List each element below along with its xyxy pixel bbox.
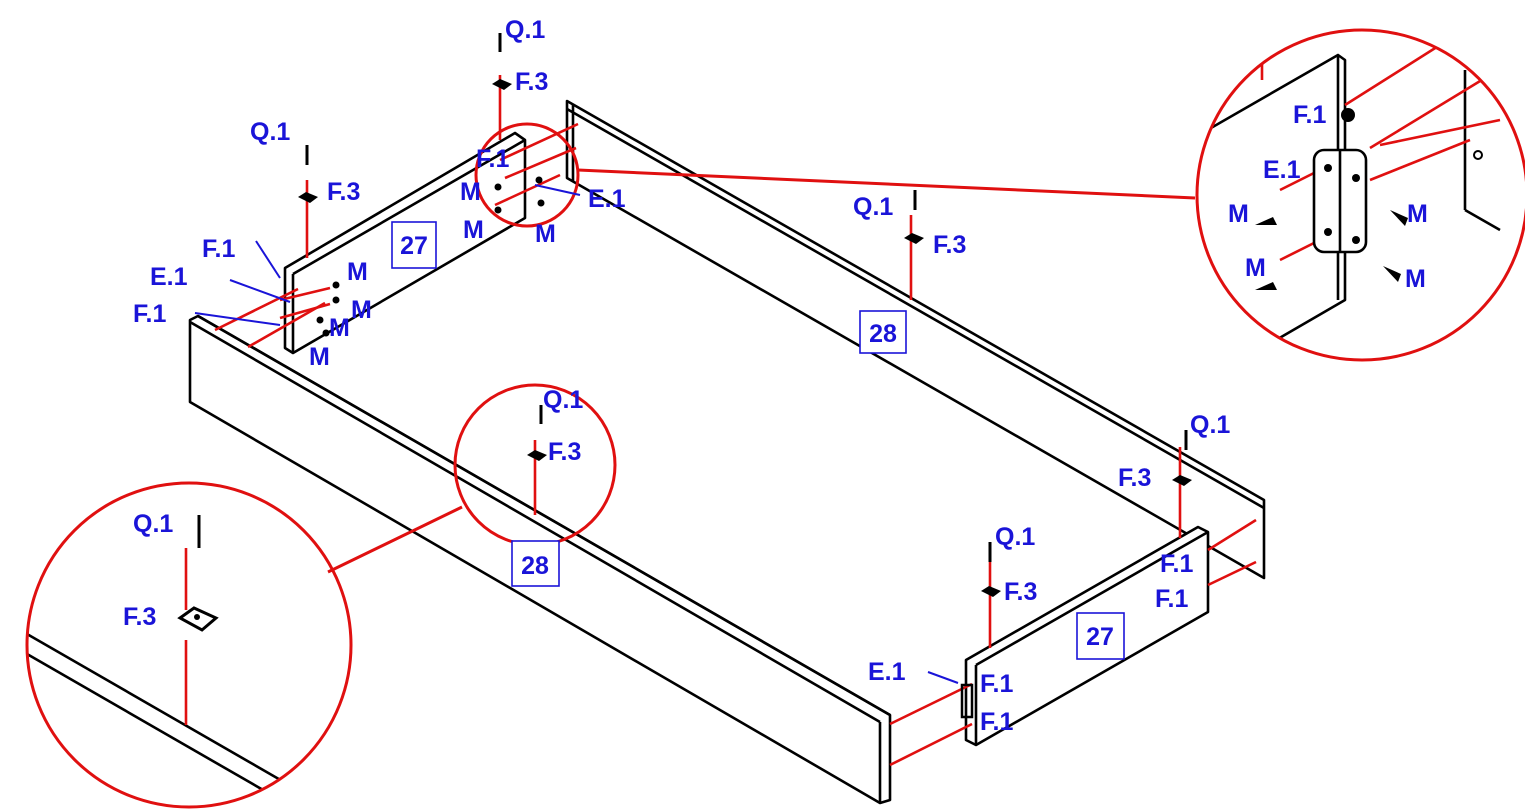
label-f1: F.1 bbox=[202, 235, 235, 263]
bracket-e1-front bbox=[960, 683, 974, 719]
part-number-27-front: 27 bbox=[1086, 623, 1114, 651]
part-number-28-back: 28 bbox=[869, 320, 897, 348]
label-m: M bbox=[309, 343, 330, 371]
label-m: M bbox=[460, 178, 481, 206]
brackets-f3 bbox=[298, 79, 1192, 597]
detail-circle-bottom-left bbox=[25, 481, 353, 809]
label-m: M bbox=[463, 216, 484, 244]
label-f3: F.3 bbox=[123, 603, 156, 631]
label-q1: Q.1 bbox=[250, 118, 290, 146]
label-f1: F.1 bbox=[1155, 585, 1188, 613]
label-f3: F.3 bbox=[515, 68, 548, 96]
label-f1: F.1 bbox=[980, 708, 1013, 736]
label-q1: Q.1 bbox=[133, 510, 173, 538]
part-number-28-front: 28 bbox=[521, 552, 549, 580]
label-m: M bbox=[1405, 265, 1426, 293]
label-q1: Q.1 bbox=[505, 16, 545, 44]
label-f3: F.3 bbox=[1004, 578, 1037, 606]
label-q1: Q.1 bbox=[1190, 411, 1230, 439]
panel-28-back bbox=[565, 99, 1266, 580]
label-f3: F.3 bbox=[548, 438, 581, 466]
label-f1: F.1 bbox=[1160, 550, 1193, 578]
label-e1: E.1 bbox=[868, 658, 906, 686]
label-m: M bbox=[535, 220, 556, 248]
label-q1: Q.1 bbox=[853, 193, 893, 221]
label-f3: F.3 bbox=[1118, 464, 1151, 492]
label-e1: E.1 bbox=[150, 263, 188, 291]
label-e1: E.1 bbox=[588, 185, 626, 213]
label-m: M bbox=[1245, 254, 1266, 282]
detail-callout-back-corner bbox=[474, 122, 1196, 228]
label-m: M bbox=[347, 258, 368, 286]
part-label-28-front: 28 bbox=[511, 540, 560, 587]
label-m: M bbox=[351, 296, 372, 324]
part-label-27-front: 27 bbox=[1076, 612, 1125, 660]
label-f1: F.1 bbox=[980, 670, 1013, 698]
label-f1: F.1 bbox=[476, 145, 509, 173]
leader-arrows bbox=[194, 184, 959, 684]
label-m: M bbox=[1407, 200, 1428, 228]
label-m: M bbox=[329, 314, 350, 342]
label-q1: Q.1 bbox=[543, 386, 583, 414]
part-number-27-back: 27 bbox=[400, 232, 428, 260]
part-label-27-back: 27 bbox=[391, 221, 437, 269]
label-m: M bbox=[1228, 200, 1249, 228]
label-e1: E.1 bbox=[1263, 156, 1301, 184]
label-f1: F.1 bbox=[1293, 101, 1326, 129]
fitting-guide-lines bbox=[214, 75, 1257, 767]
part-label-28-back: 28 bbox=[859, 310, 907, 354]
label-q1: Q.1 bbox=[995, 523, 1035, 551]
label-f3: F.3 bbox=[933, 231, 966, 259]
label-f3: F.3 bbox=[327, 178, 360, 206]
bolts-m bbox=[316, 176, 545, 337]
label-f1: F.1 bbox=[133, 300, 166, 328]
